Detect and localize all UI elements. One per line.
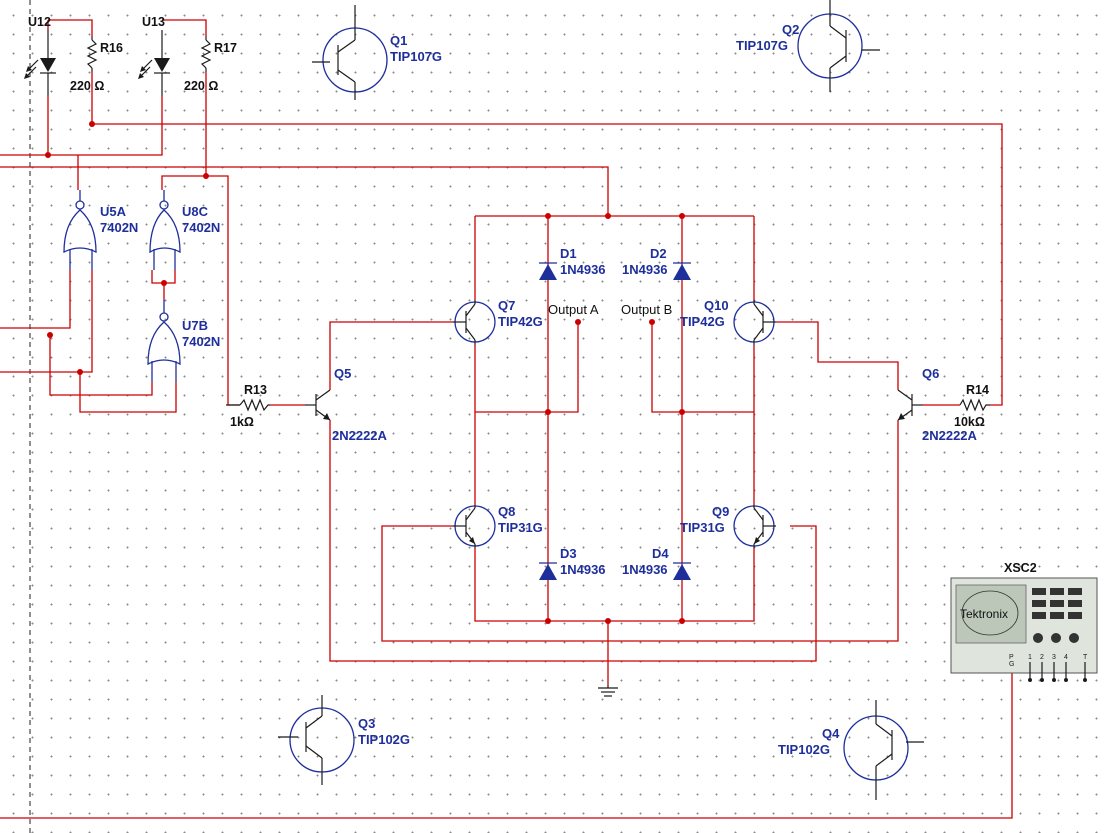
diode-D3-part: 1N4936	[560, 562, 606, 577]
diode-D4[interactable]: D4 1N4936	[622, 546, 691, 580]
scope-knob[interactable]	[1051, 633, 1061, 643]
scope-button[interactable]	[1032, 612, 1046, 619]
transistor-Q6-part: 2N2222A	[922, 428, 978, 443]
diode-D3-label: D3	[560, 546, 577, 561]
junctions	[45, 121, 685, 624]
transistor-Q7[interactable]: Q7 TIP42G	[453, 298, 543, 345]
gate-U5A-part: 7402N	[100, 220, 138, 235]
diode-D1-label: D1	[560, 246, 577, 261]
scope-terminal-G: G	[1009, 661, 1014, 668]
scope-knob[interactable]	[1033, 633, 1043, 643]
output-a-label: Output A	[548, 302, 599, 317]
transistor-Q7-label: Q7	[498, 298, 515, 313]
gate-U8C[interactable]: U8C 7402N	[149, 190, 220, 270]
transistor-Q6[interactable]: Q6 2N2222A	[897, 366, 978, 443]
transistor-Q2-label: Q2	[782, 22, 799, 37]
led-U13[interactable]: U13	[138, 15, 170, 96]
resistor-R16[interactable]: R16 220 Ω	[70, 36, 123, 93]
transistor-Q2-part: TIP107G	[736, 38, 788, 53]
diode-D4-part: 1N4936	[622, 562, 668, 577]
resistor-R17[interactable]: R17 220 Ω	[184, 36, 237, 93]
scope-trace-icon	[961, 590, 1019, 636]
diode-D1[interactable]: D1 1N4936	[539, 246, 606, 280]
resistor-R14[interactable]: R14 10kΩ	[954, 383, 990, 429]
output-b-label: Output B	[621, 302, 672, 317]
gate-U5A[interactable]: U5A 7402N	[63, 190, 138, 270]
transistor-Q3[interactable]: Q3 TIP102G	[278, 695, 410, 785]
transistor-Q4-part: TIP102G	[778, 742, 830, 757]
gate-U7B-label: U7B	[182, 318, 208, 333]
scope-button[interactable]	[1032, 600, 1046, 607]
diode-D3[interactable]: D3 1N4936	[539, 546, 606, 580]
scope-button[interactable]	[1050, 588, 1064, 595]
scope-terminal-3: 3	[1052, 654, 1056, 661]
led-U12[interactable]: U12	[24, 15, 56, 96]
gate-U7B-part: 7402N	[182, 334, 220, 349]
wires	[0, 0, 1013, 833]
transistor-Q1[interactable]: Q1 TIP107G	[312, 5, 442, 100]
scope-terminal-T: T	[1083, 654, 1088, 661]
diode-D2-part: 1N4936	[622, 262, 668, 277]
resistor-R13[interactable]: R13 1kΩ	[226, 383, 270, 429]
ground-symbol	[598, 685, 618, 697]
transistor-Q4-label: Q4	[822, 726, 840, 741]
scope-screen	[955, 584, 1027, 644]
oscilloscope-XSC2-label: XSC2	[1004, 561, 1037, 575]
transistor-Q8-part: TIP31G	[498, 520, 543, 535]
scope-button[interactable]	[1032, 588, 1046, 595]
scope-button[interactable]	[1068, 600, 1082, 607]
transistor-Q9-part: TIP31G	[680, 520, 725, 535]
resistor-R16-label: R16	[100, 41, 123, 55]
scope-button[interactable]	[1050, 600, 1064, 607]
scope-button[interactable]	[1068, 588, 1082, 595]
resistor-R13-label: R13	[244, 383, 267, 397]
transistor-Q6-label: Q6	[922, 366, 939, 381]
transistor-Q8-label: Q8	[498, 504, 515, 519]
resistor-R14-value: 10kΩ	[954, 415, 985, 429]
transistor-Q3-part: TIP102G	[358, 732, 410, 747]
diode-D2-label: D2	[650, 246, 667, 261]
resistor-R14-label: R14	[966, 383, 989, 397]
resistor-R17-label: R17	[214, 41, 237, 55]
diode-D1-part: 1N4936	[560, 262, 606, 277]
transistor-Q1-label: Q1	[390, 33, 407, 48]
gate-U7B[interactable]: U7B 7402N	[147, 300, 220, 382]
transistor-Q3-label: Q3	[358, 716, 375, 731]
transistor-Q1-part: TIP107G	[390, 49, 442, 64]
scope-terminal-1: 1	[1028, 654, 1032, 661]
transistor-Q9-label: Q9	[712, 504, 729, 519]
scope-knob[interactable]	[1069, 633, 1079, 643]
scope-terminal-P: P	[1009, 654, 1014, 661]
transistor-Q10[interactable]: Q10 TIP42G	[680, 298, 776, 345]
gate-U5A-label: U5A	[100, 204, 127, 219]
transistor-Q9[interactable]: Q9 TIP31G	[680, 504, 776, 548]
transistor-Q7-part: TIP42G	[498, 314, 543, 329]
gate-U8C-part: 7402N	[182, 220, 220, 235]
resistor-R16-value: 220 Ω	[70, 79, 104, 93]
oscilloscope-XSC2[interactable]: XSC2 Tektronix P G 1 2 3 4 T	[950, 561, 1098, 682]
scope-channel-terminals: P G 1 2 3 4 T	[1009, 654, 1088, 682]
gate-U8C-label: U8C	[182, 204, 209, 219]
transistor-Q10-label: Q10	[704, 298, 729, 313]
scope-brand: Tektronix	[960, 607, 1008, 621]
transistor-Q5-label: Q5	[334, 366, 351, 381]
transistor-Q8[interactable]: Q8 TIP31G	[453, 504, 543, 548]
transistor-Q10-part: TIP42G	[680, 314, 725, 329]
transistor-Q5[interactable]: Q5 2N2222A	[305, 366, 388, 443]
transistor-Q2[interactable]: Q2 TIP107G	[736, 0, 880, 92]
transistor-Q4[interactable]: Q4 TIP102G	[778, 700, 924, 800]
scope-button[interactable]	[1050, 612, 1064, 619]
led-U12-label: U12	[28, 15, 51, 29]
diode-D2[interactable]: D2 1N4936	[622, 246, 691, 280]
resistor-R17-value: 220 Ω	[184, 79, 218, 93]
scope-terminal-4: 4	[1064, 654, 1068, 661]
resistor-R13-value: 1kΩ	[230, 415, 254, 429]
scope-terminal-2: 2	[1040, 654, 1044, 661]
scope-button[interactable]	[1068, 612, 1082, 619]
diode-D4-label: D4	[652, 546, 669, 561]
transistor-Q5-part: 2N2222A	[332, 428, 388, 443]
led-U13-label: U13	[142, 15, 165, 29]
